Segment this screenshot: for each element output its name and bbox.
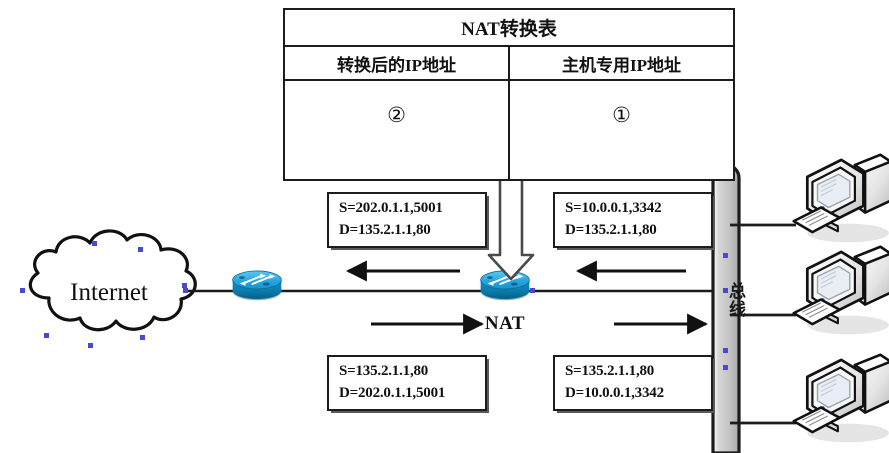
- nat-table-value-row: ② ①: [283, 79, 735, 181]
- internet-cloud: [20, 229, 197, 348]
- nat-table-value-translated-ip: ②: [283, 79, 510, 181]
- nat-table-title-row: NAT转换表: [283, 8, 735, 47]
- packet-source: S=10.0.0.1,3342: [565, 200, 662, 217]
- edge-router: [231, 269, 283, 302]
- packet-box-inbound-right: S=135.2.1.1,80 D=10.0.0.1,3342: [553, 355, 713, 411]
- packet-box-outbound-right: S=10.0.0.1,3342 D=135.2.1.1,80: [553, 192, 713, 248]
- packet-destination: D=10.0.0.1,3342: [565, 385, 664, 401]
- host-computer-3: [792, 353, 889, 444]
- packet-source: S=135.2.1.1,80: [339, 363, 429, 380]
- packet-destination: D=135.2.1.1,80: [339, 222, 431, 238]
- nat-translation-table: NAT转换表 转换后的IP地址 主机专用IP地址 ② ①: [283, 8, 735, 181]
- nat-router: [479, 269, 531, 302]
- table-to-nat-arrow: [487, 171, 535, 281]
- packet-source: S=202.0.1.1,5001: [339, 200, 443, 217]
- nat-table-header-private-ip: 主机专用IP地址: [508, 45, 735, 81]
- packet-destination: D=202.0.1.1,5001: [339, 385, 446, 401]
- nat-table-title: NAT转换表: [283, 8, 735, 47]
- nat-table-header-translated-ip: 转换后的IP地址: [283, 45, 510, 81]
- packet-box-outbound-left: S=202.0.1.1,5001 D=135.2.1.1,80: [327, 192, 487, 248]
- nat-table-value-private-ip: ①: [508, 79, 735, 181]
- packet-box-inbound-left: S=135.2.1.1,80 D=202.0.1.1,5001: [327, 355, 487, 411]
- host-computer-1: [792, 153, 889, 244]
- flow-arrows: [345, 260, 709, 335]
- bus-label: 总线: [726, 282, 745, 318]
- cloud-handles: [20, 241, 187, 348]
- internet-label: Internet: [70, 279, 148, 306]
- host-computer-2: [792, 245, 889, 336]
- packet-source: S=135.2.1.1,80: [565, 363, 655, 380]
- nat-router-label: NAT: [484, 313, 526, 334]
- packet-destination: D=135.2.1.1,80: [565, 222, 657, 238]
- nat-table-header-row: 转换后的IP地址 主机专用IP地址: [283, 45, 735, 81]
- host-links: [730, 223, 796, 425]
